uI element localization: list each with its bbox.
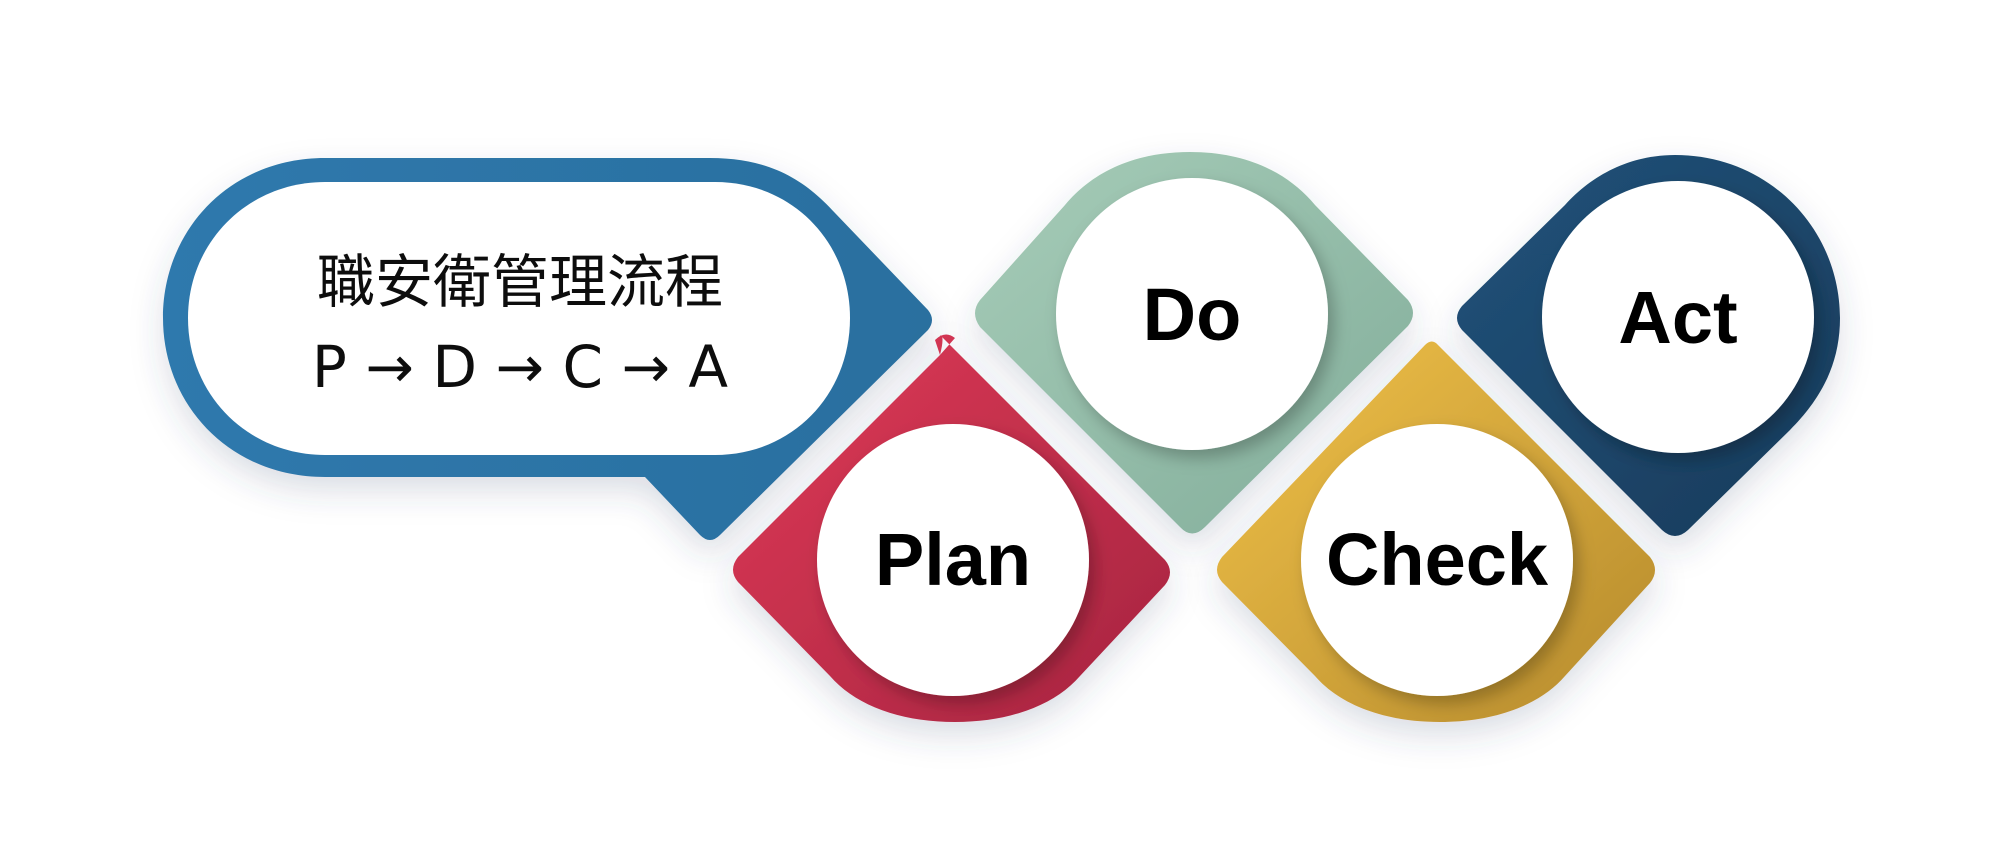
step-check-circle [1301, 424, 1573, 696]
title-block: 職安衛管理流程 P → D → C → A [163, 158, 932, 540]
title-block-inner [188, 182, 850, 455]
diagram-title: 職安衛管理流程 [317, 248, 723, 316]
step-plan-circle [817, 424, 1089, 696]
step-plan: Plan [733, 334, 1170, 722]
step-do-label: Do [1143, 273, 1242, 356]
step-plan-label: Plan [875, 518, 1031, 601]
step-do-circle [1056, 178, 1328, 450]
step-act: Act [1457, 155, 1840, 536]
step-check-label: Check [1326, 518, 1549, 601]
step-act-label: Act [1618, 276, 1737, 359]
step-do: Do [975, 152, 1413, 534]
step-act-circle [1542, 181, 1814, 453]
step-check: Check [1217, 341, 1655, 722]
diagram-subtitle: P → D → C → A [312, 333, 729, 401]
